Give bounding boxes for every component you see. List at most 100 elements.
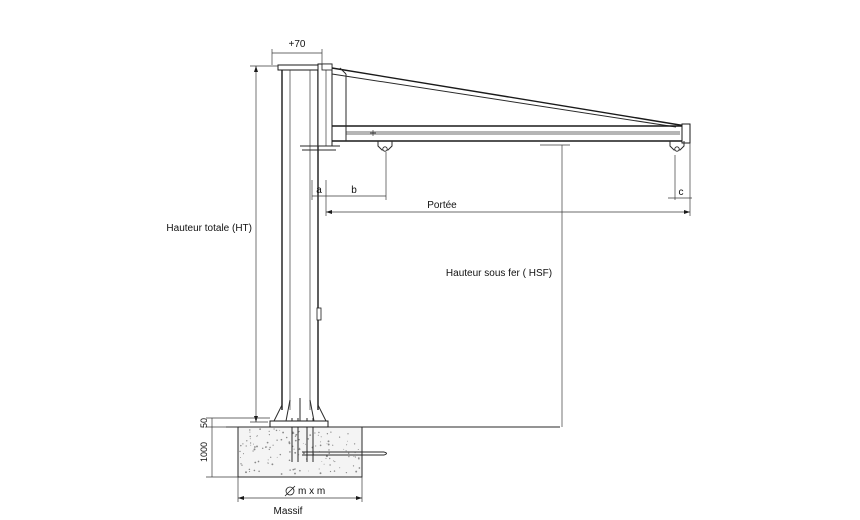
plus70-dimension: [271, 49, 323, 65]
concrete-speck: [345, 471, 348, 474]
concrete-speck: [355, 470, 358, 473]
concrete-speck: [253, 443, 254, 445]
concrete-speck: [250, 444, 252, 446]
concrete-speck: [302, 452, 305, 455]
hauteur-sous-fer-label: Hauteur sous fer ( HSF): [446, 268, 552, 279]
concrete-speck: [249, 435, 251, 438]
concrete-speck: [258, 470, 260, 473]
concrete-speck: [302, 443, 304, 444]
b-label: b: [351, 185, 357, 196]
concrete-speck: [267, 462, 269, 464]
foundation-massif: [237, 418, 387, 478]
concrete-speck: [254, 461, 257, 464]
concrete-speck: [271, 463, 274, 466]
plus70-label: +70: [289, 39, 306, 50]
concrete-speck: [354, 456, 356, 458]
concrete-speck: [269, 446, 271, 449]
concrete-speck: [307, 470, 309, 472]
column: [269, 64, 329, 428]
concrete-speck: [295, 433, 298, 436]
concrete-speck: [280, 438, 283, 441]
concrete-speck: [248, 468, 251, 471]
concrete-speck: [348, 452, 350, 454]
concrete-speck: [353, 443, 356, 445]
massif-label: Massif: [274, 506, 303, 517]
c-dimension: [668, 155, 692, 200]
concrete-speck: [326, 443, 328, 445]
concrete-speck: [294, 435, 297, 437]
concrete-speck: [254, 446, 256, 448]
concrete-speck: [245, 445, 247, 447]
concrete-speck: [239, 457, 241, 458]
concrete-speck: [272, 444, 274, 446]
hook-right: [669, 141, 685, 152]
concrete-speck: [315, 445, 317, 447]
concrete-speck: [317, 434, 319, 436]
concrete-speck: [343, 448, 345, 450]
concrete-speck: [249, 471, 251, 473]
concrete-speck: [273, 428, 275, 430]
concrete-speck: [325, 457, 327, 459]
concrete-speck: [333, 460, 335, 462]
concrete-speck: [288, 441, 291, 443]
concrete-speck: [348, 455, 350, 458]
concrete-speck: [239, 450, 241, 453]
foundation-height-dimensions: [206, 417, 270, 478]
concrete-speck: [307, 438, 310, 440]
concrete-speck: [242, 453, 245, 455]
concrete-speck: [249, 431, 251, 433]
concrete-speck: [333, 470, 336, 472]
concrete-speck: [279, 453, 282, 456]
concrete-speck: [270, 456, 272, 458]
concrete-speck: [249, 442, 252, 444]
concrete-speck: [285, 436, 288, 439]
hsf-dimension: [540, 144, 570, 427]
concrete-speck: [276, 439, 278, 441]
dim-1000-label: 1000: [199, 442, 209, 462]
concrete-speck: [299, 469, 301, 472]
concrete-speck: [293, 448, 295, 450]
concrete-speck: [249, 438, 251, 440]
concrete-speck: [305, 443, 307, 445]
ht-dimension: [250, 65, 278, 423]
concrete-speck: [347, 433, 349, 435]
concrete-speck: [289, 469, 291, 471]
concrete-texture: [239, 428, 361, 475]
concrete-speck: [320, 441, 322, 443]
concrete-speck: [268, 448, 270, 451]
concrete-speck: [332, 444, 334, 446]
concrete-speck: [294, 468, 296, 470]
concrete-speck: [288, 459, 291, 462]
concrete-speck: [298, 438, 300, 441]
hook-left: [377, 141, 393, 152]
concrete-speck: [279, 429, 281, 431]
concrete-speck: [320, 436, 322, 438]
portee-label: Portée: [427, 200, 457, 211]
concrete-speck: [289, 451, 291, 453]
concrete-speck: [240, 463, 242, 465]
concrete-speck: [318, 431, 320, 434]
concrete-speck: [330, 431, 332, 433]
concrete-speck: [294, 451, 297, 454]
concrete-speck: [321, 461, 323, 462]
concrete-speck: [280, 473, 283, 475]
concrete-speck: [318, 468, 320, 470]
concrete-speck: [329, 464, 331, 466]
concrete-speck: [267, 459, 269, 461]
concrete-speck: [282, 431, 285, 434]
a-label: a: [316, 185, 322, 196]
concrete-speck: [334, 461, 336, 463]
concrete-speck: [266, 446, 268, 448]
concrete-speck: [326, 433, 329, 435]
concrete-speck: [352, 465, 355, 467]
concrete-speck: [294, 472, 296, 475]
concrete-speck: [256, 435, 258, 437]
portee-dimension: [325, 143, 691, 216]
concrete-speck: [256, 445, 258, 448]
diameter-icon: [284, 485, 296, 497]
concrete-speck: [327, 443, 330, 446]
concrete-speck: [346, 444, 348, 446]
concrete-speck: [357, 448, 359, 451]
concrete-speck: [276, 456, 278, 458]
